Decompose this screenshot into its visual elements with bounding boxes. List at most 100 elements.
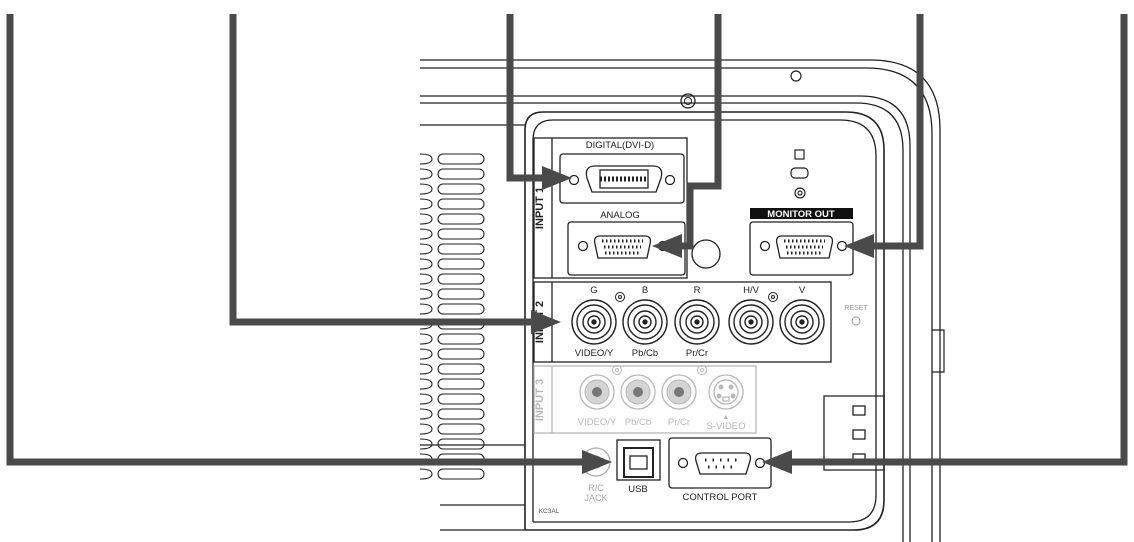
screw-icon [680, 93, 696, 109]
rca-connector[interactable] [661, 374, 697, 410]
link-icon [697, 365, 707, 375]
vent-slot-partial [419, 228, 433, 240]
vent-slot-partial [419, 363, 433, 375]
vent-slot [437, 363, 485, 375]
vent-slot [437, 408, 485, 420]
control-port[interactable] [668, 437, 772, 489]
vent-slot-partial [419, 423, 433, 435]
bnc-top-label: G [590, 285, 597, 296]
input3-group [533, 365, 757, 434]
arrow-monitor-out [870, 14, 924, 250]
vent-slot [437, 183, 485, 195]
arrowhead-usb [582, 450, 612, 474]
vent-slot-partial [419, 183, 433, 195]
bnc-top-label: B [642, 285, 648, 296]
rc-jack-label-line1: R/C [588, 483, 604, 493]
vent-slot-partial [419, 408, 433, 420]
link-icon [612, 365, 622, 375]
rc-jack-label-line2: JACK [584, 493, 607, 503]
rca-label: VIDEO/Y [578, 417, 617, 428]
vent-slot [437, 213, 485, 225]
bnc-top-label: V [799, 285, 806, 296]
vent-slot-partial [419, 378, 433, 390]
corner-code: KC3AL [539, 508, 560, 515]
s-video-marker: ▲ [723, 414, 730, 421]
vent-slot-partial [419, 243, 433, 255]
monitor-out-label-bg [750, 208, 853, 219]
arrowhead-analog [652, 234, 682, 258]
vent-slot [437, 423, 485, 435]
vent-slot-partial [419, 168, 433, 180]
rca-connector[interactable] [620, 374, 656, 410]
vent-slot-partial [419, 393, 433, 405]
vent-slot-partial [419, 273, 433, 285]
vent-slot [437, 348, 485, 360]
panel-bump [932, 329, 945, 373]
rca-label: Pr/Cr [668, 417, 690, 428]
arrow-usb [6, 14, 586, 466]
arrowhead-dvi [542, 166, 572, 190]
vent-slot [437, 438, 485, 450]
bnc-connector[interactable] [674, 299, 720, 345]
control-port-label: CONTROL PORT [683, 492, 758, 503]
dvi-d-port[interactable] [559, 153, 685, 204]
arrowhead-monitor-out [844, 234, 874, 258]
bnc-bottom-label: Pr/Cr [686, 348, 708, 359]
bnc-connector[interactable] [779, 299, 825, 345]
vent-slot [437, 303, 485, 315]
s-video-label: S-VIDEO [706, 421, 745, 432]
arrowhead-input2 [531, 310, 561, 334]
monitor-out-port[interactable] [749, 221, 854, 276]
vent-slot [437, 168, 485, 180]
vent-slot [437, 153, 485, 165]
bnc-connector[interactable] [571, 299, 617, 345]
reset-button[interactable] [851, 316, 861, 326]
bnc-connectors: G B R H/V V VIDEO/Y Pb/Cb Pr/Cr [571, 285, 825, 359]
s-video-port[interactable] [708, 374, 744, 410]
vent-slot-partial [419, 468, 433, 480]
bnc-top-label: H/V [743, 285, 760, 296]
bnc-bottom-label: Pb/Cb [632, 348, 658, 359]
input3-label: INPUT 3 [534, 379, 546, 421]
monitor-out-label: MONITOR OUT [767, 209, 835, 220]
vent-slot [437, 288, 485, 300]
vent-slot [437, 378, 485, 390]
usb-label: USB [628, 484, 648, 495]
bnc-bottom-label: VIDEO/Y [575, 348, 614, 359]
bnc-connector[interactable] [622, 299, 668, 345]
ir-sensor [691, 239, 721, 269]
vent-slot-partial [419, 213, 433, 225]
bnc-connector[interactable] [728, 299, 774, 345]
vent-slot [437, 393, 485, 405]
pointer-arrows [6, 14, 1128, 466]
vent-slot [437, 333, 485, 345]
bnc-top-label: R [694, 285, 701, 296]
vent-slot-partial [419, 333, 433, 345]
usb-port[interactable] [616, 439, 661, 481]
arrow-control-port [790, 14, 1128, 466]
vent-slot-partial [419, 258, 433, 270]
vent-slot [437, 468, 485, 480]
arrow-analog [680, 14, 722, 250]
vent-grille [419, 153, 485, 480]
vent-slot-partial [419, 348, 433, 360]
kensington-lock-icon [790, 149, 809, 199]
vent-slot [437, 273, 485, 285]
link-icon [768, 292, 778, 302]
vent-slot [437, 228, 485, 240]
vent-slot [437, 258, 485, 270]
arrow-heads [531, 166, 874, 474]
arrowhead-control-port [762, 450, 792, 474]
vent-slot [437, 243, 485, 255]
rca-connector[interactable] [579, 374, 615, 410]
analog-label: ANALOG [600, 210, 640, 221]
reset-label: RESET [844, 305, 868, 312]
vent-slot [437, 198, 485, 210]
vent-slot-partial [419, 438, 433, 450]
link-icon [615, 292, 625, 302]
input1-label: INPUT 1 [534, 187, 546, 229]
screw-top [790, 70, 802, 82]
vent-slot-partial [419, 198, 433, 210]
